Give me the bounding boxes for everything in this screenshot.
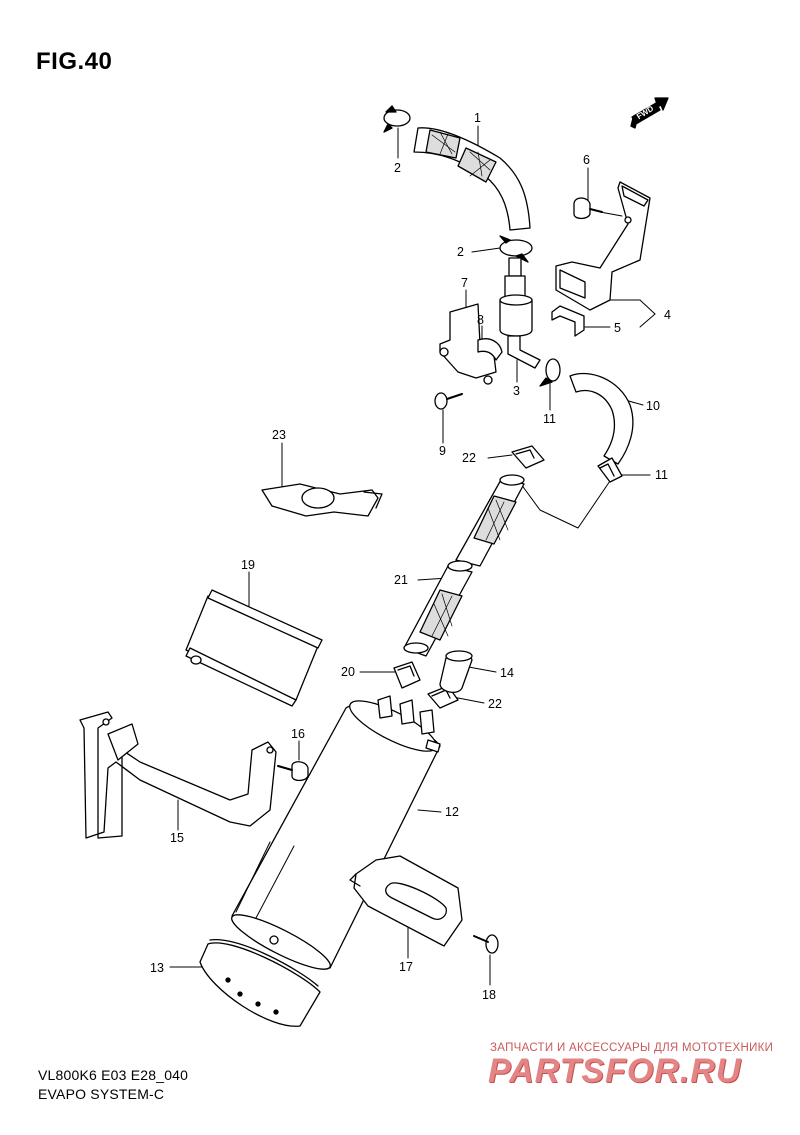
part-1-hose: [413, 127, 531, 231]
watermark-tagline: ЗАПЧАСТИ И АКСЕССУАРЫ ДЛЯ МОТОТЕХНИКИ: [490, 1042, 774, 1054]
part-13-cap: [199, 939, 321, 1027]
part-23-bracket: [261, 483, 383, 517]
part-6-bolt: [573, 197, 603, 220]
callout-2: 2: [394, 161, 401, 175]
part-2-clamp-upper: [383, 105, 411, 133]
figure-title: FIG.40: [36, 48, 113, 75]
callout-23: 23: [272, 428, 286, 442]
part-20-holder: [393, 661, 421, 689]
part-5-clip: [551, 305, 585, 337]
part-16-bolt: [277, 761, 309, 782]
callout-4: 4: [664, 308, 671, 322]
part-10-hose: [569, 372, 634, 465]
part-18-screw: [473, 934, 499, 954]
part-14-hose: [439, 650, 473, 694]
callout-3: 3: [513, 384, 520, 398]
part-22-holder-upper: [511, 445, 545, 469]
callout-8: 8: [477, 313, 484, 327]
callout-15: 15: [170, 831, 184, 845]
callout-12: 12: [445, 805, 459, 819]
callout-18: 18: [482, 988, 496, 1002]
callout-22: 22: [488, 697, 502, 711]
part-8-clamp: [477, 338, 503, 361]
callout-11: 11: [655, 468, 668, 482]
part-21-hose: [403, 474, 525, 657]
forward-arrow-icon: [630, 97, 669, 129]
callout-6: 6: [583, 153, 590, 167]
part-19-cushion: [185, 589, 323, 707]
part-11-clamp-b: [597, 457, 623, 483]
part-11-clamp-a: [539, 358, 561, 387]
callout-11: 11: [543, 412, 556, 426]
callout-22: 22: [462, 451, 476, 465]
part-17-clamp-bracket: [349, 855, 463, 947]
leader-lines: [169, 125, 656, 986]
callout-10: 10: [646, 399, 660, 413]
part-3-valve: [499, 257, 541, 369]
part-12-canister: [231, 695, 441, 970]
callout-16: 16: [291, 727, 305, 741]
watermark-brand: PARTSFOR.RU: [488, 1052, 742, 1090]
section-name: EVAPO SYSTEM-C: [38, 1086, 165, 1102]
part-4-bracket: [555, 181, 651, 311]
callout-1: 1: [474, 111, 481, 125]
callout-13: 13: [150, 961, 164, 975]
callout-9: 9: [439, 444, 446, 458]
callout-7: 7: [461, 276, 468, 290]
callout-14: 14: [500, 666, 514, 680]
callout-19: 19: [241, 558, 255, 572]
part-2-clamp-lower: [499, 235, 533, 263]
callout-20: 20: [341, 665, 355, 679]
model-code: VL800K6 E03 E28_040: [38, 1067, 189, 1083]
callout-2: 2: [457, 245, 464, 259]
callout-17: 17: [399, 960, 413, 974]
callout-21: 21: [394, 573, 408, 587]
part-7-holder: [439, 303, 497, 385]
part-15-bracket: [79, 711, 277, 839]
part-9-screw: [434, 392, 463, 410]
callout-5: 5: [614, 321, 621, 335]
